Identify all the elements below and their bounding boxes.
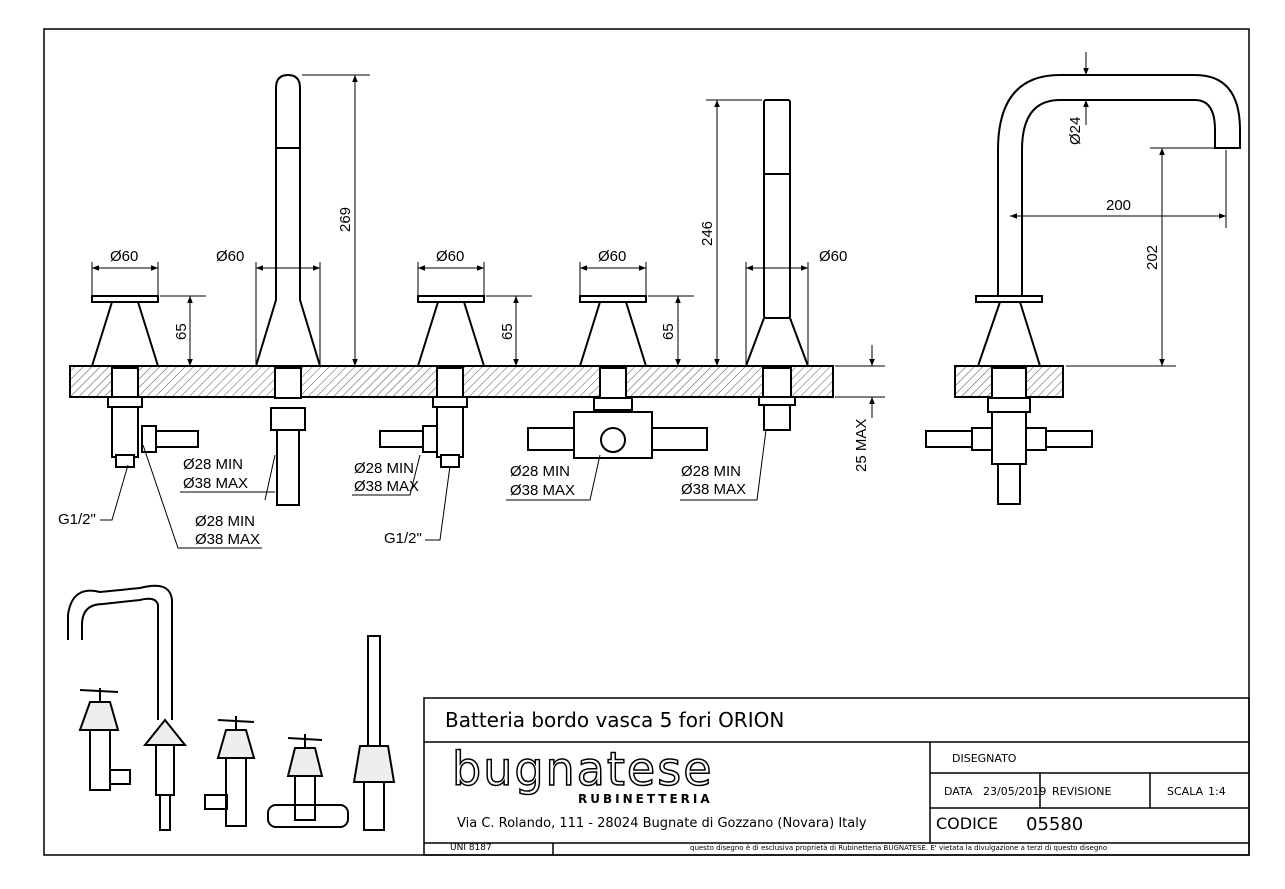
title-block-frame [423, 697, 1250, 856]
dim-200: 200 [1106, 197, 1131, 214]
revisione-label: REVISIONE [1052, 785, 1112, 798]
dim-d38max-3: Ø38 MAX [354, 478, 419, 495]
dim-65-1: 65 [173, 323, 190, 340]
data-label: DATA [944, 785, 973, 798]
dim-d60-1: Ø60 [110, 248, 138, 265]
codice-label: CODICE [936, 814, 999, 833]
scala-label: SCALA [1167, 785, 1204, 798]
valve-1 [90, 295, 199, 468]
brand-logo: bugnatese [451, 741, 714, 797]
dim-g12-1: G1/2" [58, 511, 96, 528]
codice-value: 05580 [1026, 814, 1084, 835]
hand-shower [744, 99, 810, 431]
dim-d28min-1: Ø28 MIN [183, 456, 243, 473]
dim-269: 269 [337, 207, 354, 232]
dim-d28min-5: Ø28 MIN [681, 463, 741, 480]
dim-g12-2: G1/2" [384, 530, 422, 547]
dim-246: 246 [699, 221, 716, 246]
dim-202: 202 [1144, 245, 1161, 270]
diverter [527, 295, 708, 459]
dim-d60-2: Ø60 [216, 248, 244, 265]
dim-d28min-2: Ø28 MIN [195, 513, 255, 530]
dim-d38max-1: Ø38 MAX [183, 475, 248, 492]
side-view-spout [925, 74, 1241, 505]
dim-d24: Ø24 [1067, 117, 1084, 145]
dim-d38max-2: Ø38 MAX [195, 531, 260, 548]
dim-d60-5: Ø60 [819, 248, 847, 265]
disclaimer: questo disegno è di esclusiva proprietà … [690, 844, 1108, 852]
dim-25-max: 25 MAX [853, 419, 870, 472]
data-value: 23/05/2019 [983, 785, 1047, 798]
company-address: Via C. Rolando, 111 - 28024 Bugnate di G… [457, 816, 867, 831]
iso-preview [67, 584, 396, 831]
dim-d38max-5: Ø38 MAX [681, 481, 746, 498]
dim-65-3: 65 [660, 323, 677, 340]
dim-d38max-4: Ø38 MAX [510, 482, 575, 499]
dimension-lines [91, 52, 1227, 549]
dim-d60-4: Ø60 [598, 248, 626, 265]
dim-d60-3: Ø60 [436, 248, 464, 265]
dim-d28min-3: Ø28 MIN [354, 460, 414, 477]
valve-2 [379, 295, 486, 468]
brand-subtitle: RUBINETTERIA [578, 792, 713, 806]
dim-65-2: 65 [499, 323, 516, 340]
uni-standard: UNI 8187 [450, 843, 492, 853]
scala-value: 1:4 [1208, 785, 1226, 798]
drawing-title: Batteria bordo vasca 5 fori ORION [445, 708, 785, 732]
disegnato-label: DISEGNATO [952, 752, 1017, 765]
spout-column [254, 73, 322, 506]
dim-d28min-4: Ø28 MIN [510, 463, 570, 480]
